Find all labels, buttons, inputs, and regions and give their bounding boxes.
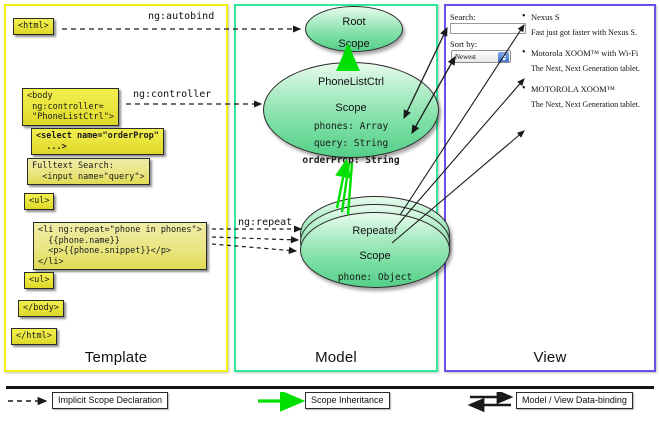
phone-snippet: Fast just got faster with Nexus S. xyxy=(531,28,637,37)
list-item[interactable]: Motorola XOOM™ with Wi-Fi The Next, Next… xyxy=(522,47,652,74)
phone-name: Motorola XOOM™ with Wi-Fi xyxy=(522,47,652,59)
phone-list: Nexus S Fast just got faster with Nexus … xyxy=(522,11,652,120)
panel-view-label: View xyxy=(533,349,567,366)
legend-inheritance-label: Scope Inheritance xyxy=(305,392,390,409)
legend-divider xyxy=(6,386,654,389)
panel-template: Template xyxy=(4,4,228,372)
list-item[interactable]: Nexus S Fast just got faster with Nexus … xyxy=(522,11,652,38)
panel-model: Model xyxy=(234,4,438,372)
phone-name: Nexus S xyxy=(522,11,652,23)
phonelistctrl-scope-prop-query: query: String xyxy=(313,138,389,149)
code-box-fulltext: Fulltext Search: <input name="query"> xyxy=(27,158,150,185)
edge-label-ng-controller: ng:controller xyxy=(133,89,212,100)
panel-template-label: Template xyxy=(84,349,148,366)
phonelistctrl-scope-prop-orderprop: orderProp: String xyxy=(302,155,400,166)
edge-label-ng-repeat: ng:repeat xyxy=(238,217,293,228)
phonelistctrl-scope-bubble: PhoneListCtrl Scope phones: Array query:… xyxy=(263,62,439,166)
sort-by-selected-value: Newest xyxy=(455,53,476,61)
edge-label-ng-autobind: ng:autobind xyxy=(148,11,215,22)
root-scope-title-line1: Root xyxy=(342,16,366,28)
view-rendered-app: Search: Sort by: Newest Nexus S Fast jus… xyxy=(450,11,652,142)
repeater-scope-title-line1: Repeater xyxy=(352,225,398,237)
code-box-html-close: </html> xyxy=(11,328,57,345)
root-scope-title-line2: Scope xyxy=(338,38,370,50)
select-updown-arrow-icon xyxy=(498,52,509,62)
root-scope-bubble: Root Scope xyxy=(305,6,403,52)
phone-snippet: The Next, Next Generation tablet. xyxy=(531,64,640,73)
code-box-li-repeat: <li ng:repeat="phone in phones"> {{phone… xyxy=(33,222,207,270)
phone-name: MOTOROLA XOOM™ xyxy=(522,83,652,95)
sort-by-label: Sort by: xyxy=(450,39,478,49)
code-box-select: <select name="orderProp" ...> xyxy=(31,128,164,155)
code-box-html: <html> xyxy=(13,18,54,35)
legend-implicit-label: Implicit Scope Declaration xyxy=(52,392,169,409)
search-input[interactable] xyxy=(450,23,526,34)
repeater-scope-bubble-1: Repeater Scope phone: Object xyxy=(300,212,450,288)
phonelistctrl-scope-prop-phones: phones: Array xyxy=(313,121,389,132)
code-box-body: <body ng:controller= "PhoneListCtrl"> xyxy=(22,88,119,126)
phonelistctrl-scope-title-line1: PhoneListCtrl xyxy=(317,76,385,88)
phone-snippet: The Next, Next Generation tablet. xyxy=(531,100,640,109)
code-box-ul-open: <ul> xyxy=(24,193,55,210)
phonelistctrl-scope-title-line2: Scope xyxy=(335,102,367,114)
search-label: Search: xyxy=(450,12,476,22)
sort-by-select[interactable]: Newest xyxy=(451,50,511,63)
panel-model-label: Model xyxy=(315,349,357,366)
legend: Implicit Scope Declaration Scope Inherit… xyxy=(0,392,660,420)
code-box-body-close: </body> xyxy=(18,300,64,317)
code-box-ul-close: <ul> xyxy=(24,272,55,289)
repeater-scope-title-line2: Scope xyxy=(359,250,391,262)
legend-binding-label: Model / View Data-binding xyxy=(516,392,633,409)
repeater-scope-prop-phone: phone: Object xyxy=(337,272,413,283)
list-item[interactable]: MOTOROLA XOOM™ The Next, Next Generation… xyxy=(522,83,652,110)
